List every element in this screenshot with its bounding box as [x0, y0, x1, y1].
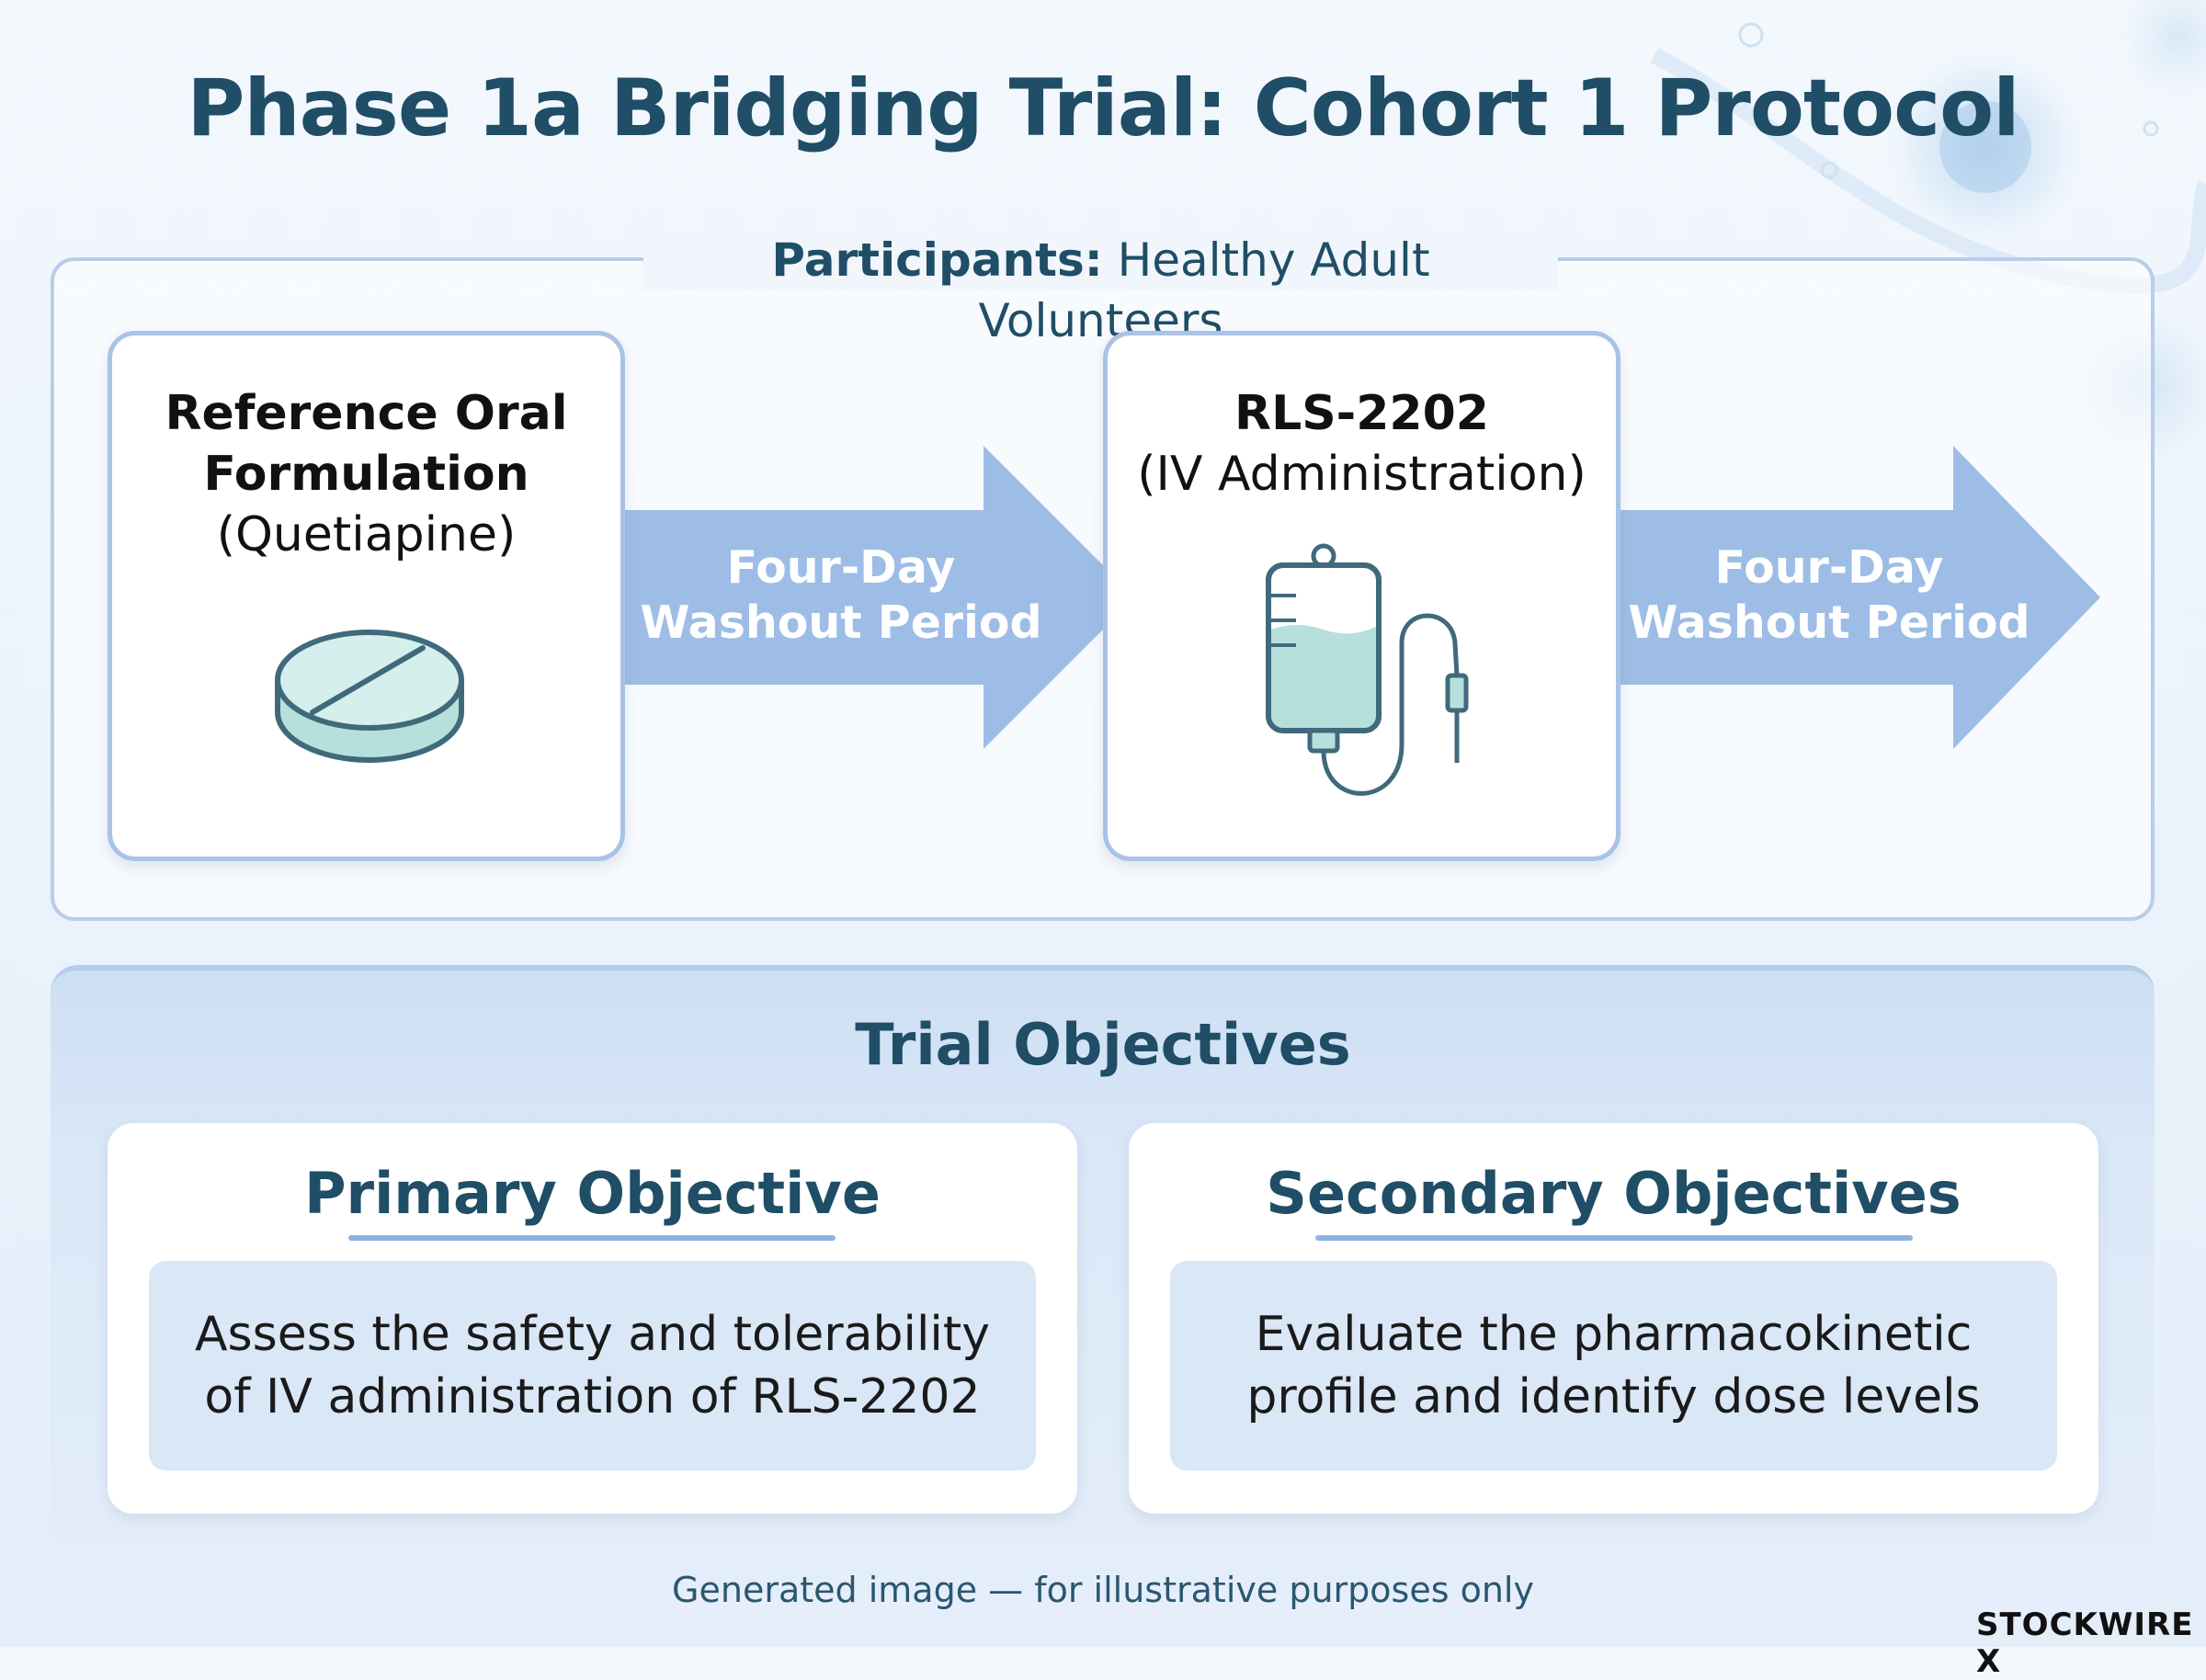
primary-objective-body: Assess the safety and tolerability of IV…: [149, 1261, 1036, 1470]
step-card-oral-text: Reference Oral Formulation (Quetiapine): [112, 383, 620, 565]
secondary-objective-card: Secondary Objectives Evaluate the pharma…: [1129, 1123, 2098, 1514]
secondary-objective-heading: Secondary Objectives: [1266, 1160, 1962, 1227]
washout-label-2: Four-Day Washout Period: [1627, 540, 2031, 651]
step-iv-title: RLS-2202: [1234, 386, 1489, 441]
participants-label: Participants: Healthy Adult Volunteers: [643, 230, 1558, 347]
primary-objective-card: Primary Objective Assess the safety and …: [108, 1123, 1077, 1514]
washout-label-1-line2: Washout Period: [640, 596, 1042, 649]
washout-arrow-2: [1618, 446, 2100, 749]
footer-disclaimer: Generated image — for illustrative purpo…: [672, 1570, 1534, 1610]
secondary-objective-body: Evaluate the pharmacokinetic profile and…: [1170, 1261, 2057, 1470]
step-card-oral: Reference Oral Formulation (Quetiapine): [108, 331, 625, 861]
step-oral-subtitle: (Quetiapine): [216, 507, 517, 562]
washout-label-1-line1: Four-Day: [726, 541, 956, 594]
washout-label-2-line1: Four-Day: [1714, 541, 1944, 594]
primary-objective-underline: [348, 1235, 836, 1241]
washout-label-1: Four-Day Washout Period: [639, 540, 1043, 651]
page-title: Phase 1a Bridging Trial: Cohort 1 Protoc…: [187, 62, 2019, 154]
washout-label-2-line2: Washout Period: [1628, 596, 2030, 649]
participants-key: Participants:: [771, 233, 1103, 287]
pill-tablet-icon: [275, 630, 464, 763]
primary-objective-heading: Primary Objective: [304, 1160, 881, 1227]
secondary-objective-text: Evaluate the pharmacokinetic profile and…: [1246, 1307, 1981, 1425]
secondary-objective-underline: [1315, 1235, 1913, 1241]
brand-logo: STOCKWIRE X: [1976, 1606, 2194, 1680]
step-oral-title-line1: Reference Oral: [165, 386, 568, 441]
objectives-section-title: Trial Objectives: [855, 1011, 1351, 1078]
washout-arrow-1: [620, 446, 1135, 749]
iv-bag-icon: [1266, 543, 1469, 796]
step-card-iv-text: RLS-2202 (IV Administration): [1108, 383, 1616, 505]
primary-objective-text: Assess the safety and tolerability of IV…: [194, 1307, 991, 1425]
step-card-iv: RLS-2202 (IV Administration): [1103, 331, 1620, 861]
step-iv-subtitle: (IV Administration): [1137, 447, 1586, 502]
step-oral-title-line2: Formulation: [203, 447, 529, 502]
